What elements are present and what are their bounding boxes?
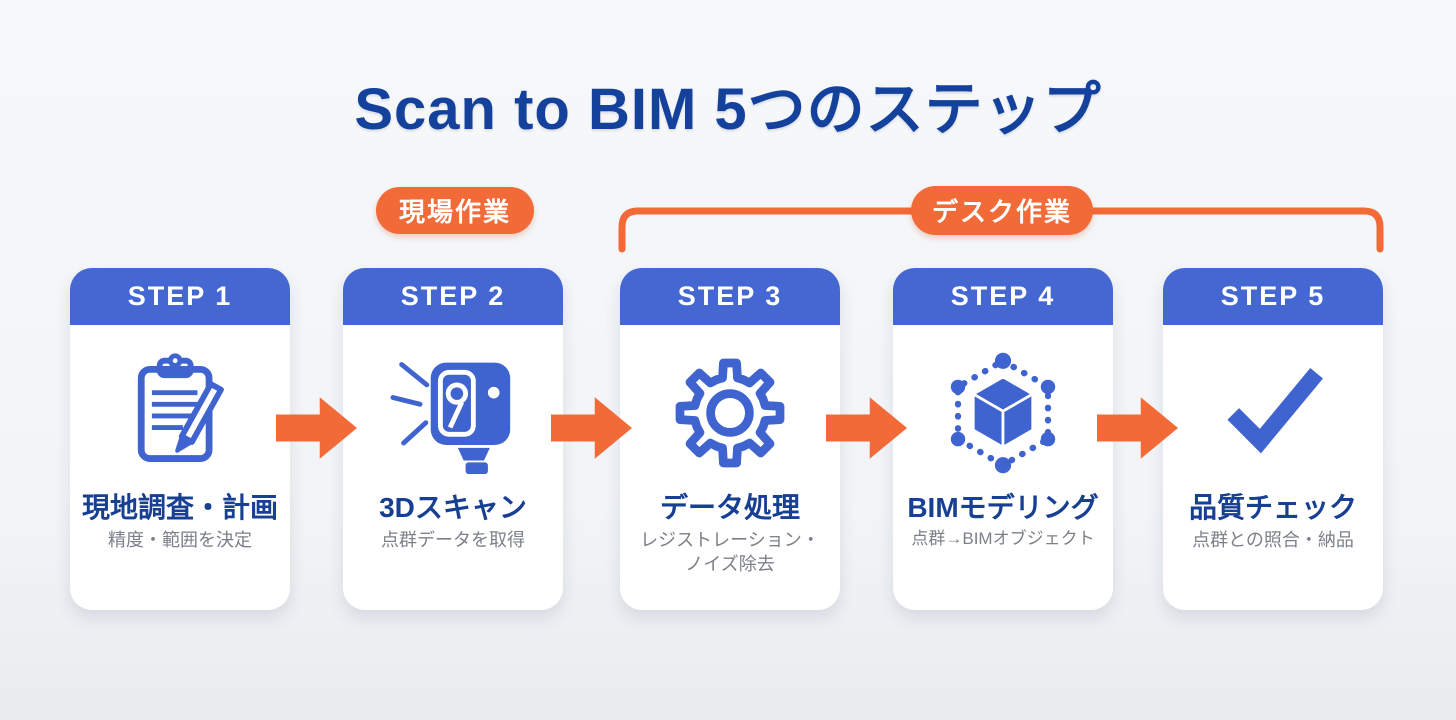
step-1-subtitle: 精度・範囲を決定 <box>108 530 252 550</box>
step-1-title: 現地調査・計画 <box>81 492 278 523</box>
laser-scanner-icon <box>343 343 563 483</box>
bim-cube-network-icon <box>893 343 1113 483</box>
step-2-title: 3Dスキャン <box>379 492 527 523</box>
step-5-header: STEP 5 <box>1163 268 1383 325</box>
step-3-title: データ処理 <box>659 492 800 523</box>
step-1-card: STEP 1 現地調査・計画 精度・範囲を決定 <box>70 268 290 610</box>
field-work-label: 現場作業 <box>398 197 511 227</box>
step-2-card: STEP 2 3Dスキャン 点群データを取得 <box>343 268 563 610</box>
step-4-title: BIMモデリング <box>907 492 1099 523</box>
step-5-subtitle: 点群との照合・納品 <box>1192 530 1354 550</box>
clipboard-pencil-icon <box>70 343 290 483</box>
desk-work-badge: デスク作業 <box>911 186 1093 235</box>
step-3-header: STEP 3 <box>620 268 840 325</box>
page-title: Scan to BIM 5つのステップ <box>354 77 1102 142</box>
field-work-badge: 現場作業 <box>376 187 534 234</box>
gear-icon <box>620 343 840 483</box>
step-4-card: STEP 4 BIMモデリング 点群→BIMオブジェクト <box>893 268 1113 610</box>
step-5-card: STEP 5 品質チェック 点群との照合・納品 <box>1163 268 1383 610</box>
step-2-header: STEP 2 <box>343 268 563 325</box>
desk-work-label: デスク作業 <box>931 197 1072 227</box>
step-3-subtitle: レジストレーション・ノイズ除去 <box>640 530 820 575</box>
step-4-subtitle: 点群→BIMオブジェクト <box>911 529 1095 548</box>
step-5-title: 品質チェック <box>1188 492 1357 523</box>
step-1-header: STEP 1 <box>70 268 290 325</box>
step-2-subtitle: 点群データを取得 <box>381 530 525 550</box>
checkmark-icon <box>1163 343 1383 483</box>
step-3-card: STEP 3 データ処理 レジストレーション・ノイズ除去 <box>620 268 840 610</box>
step-4-header: STEP 4 <box>893 268 1113 325</box>
